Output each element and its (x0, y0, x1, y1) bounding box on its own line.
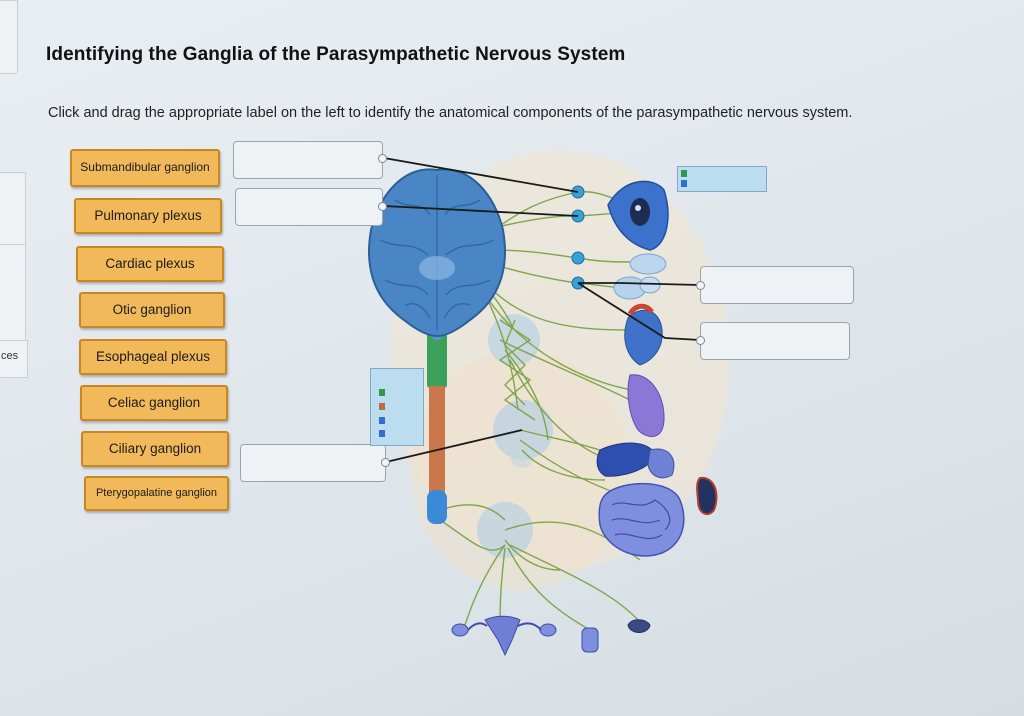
bladder-icon (627, 619, 651, 633)
dropzone-5-connector (381, 458, 390, 467)
label-celiac-ganglion[interactable]: Celiac ganglion (80, 385, 228, 421)
dropzone-2-connector (378, 202, 387, 211)
liver-stomach-icon (596, 442, 675, 479)
intestine-icon (598, 482, 685, 557)
sidebar-tab-resources[interactable]: ces (0, 340, 28, 378)
eye-icon (607, 180, 669, 251)
sidebar-tab-label: ces (1, 350, 19, 362)
dropzone-1[interactable] (233, 141, 383, 179)
label-otic-ganglion[interactable]: Otic ganglion (79, 292, 225, 328)
leader-lines (383, 157, 701, 463)
label-pterygopalatine-ganglion[interactable]: Pterygopalatine ganglion (84, 476, 229, 511)
heart-icon (624, 303, 663, 366)
dropzone-3[interactable] (700, 266, 854, 304)
sidebar-tab-mid[interactable] (0, 172, 26, 246)
legend-swatch-blue (681, 180, 687, 187)
salivary-gland-icon (613, 253, 667, 300)
sidebar-tab-top[interactable] (0, 0, 18, 74)
dropzone-4-connector (696, 336, 705, 345)
reproductive-organ-icon (451, 615, 599, 657)
dropzone-1-connector (378, 154, 387, 163)
dropzone-2[interactable] (235, 188, 383, 226)
label-ciliary-ganglion[interactable]: Ciliary ganglion (81, 431, 229, 467)
legend-top (677, 166, 767, 192)
kidney-icon (696, 476, 718, 516)
label-esophageal-plexus[interactable]: Esophageal plexus (79, 339, 227, 375)
page-title: Identifying the Ganglia of the Parasympa… (46, 44, 626, 65)
nerve-fibers (439, 191, 641, 631)
legend-left (370, 368, 424, 446)
legend-swatch-blue (379, 417, 385, 424)
dropzone-3-connector (696, 281, 705, 290)
ganglion-glows (477, 314, 553, 558)
dropzone-5[interactable] (240, 444, 386, 482)
cranial-ganglia (571, 185, 585, 290)
legend-swatch-brown (379, 403, 385, 410)
legend-swatch-blue (379, 430, 385, 437)
dropzone-4[interactable] (700, 322, 850, 360)
legend-swatch-green (379, 389, 385, 396)
legend-swatch-green (681, 170, 687, 177)
label-pulmonary-plexus[interactable]: Pulmonary plexus (74, 198, 222, 234)
brain-icon (368, 168, 506, 338)
label-cardiac-plexus[interactable]: Cardiac plexus (76, 246, 224, 282)
spinal-cord (427, 300, 447, 524)
instructions-text: Click and drag the appropriate label on … (48, 105, 853, 121)
lung-icon (627, 374, 665, 438)
label-submandibular-ganglion[interactable]: Submandibular ganglion (70, 149, 220, 187)
sidebar-tab-low[interactable] (0, 244, 26, 342)
